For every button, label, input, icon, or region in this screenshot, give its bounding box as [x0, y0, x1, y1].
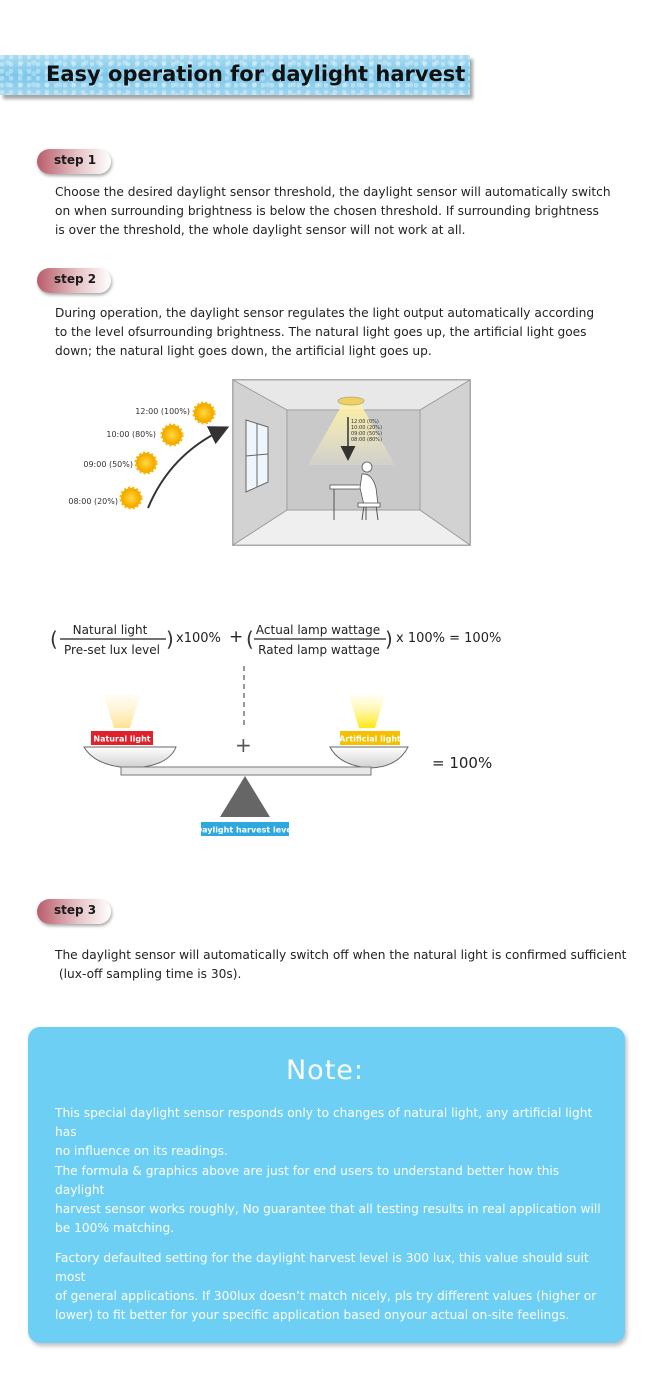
- lamp-level-label: 10:00 (20%): [351, 425, 382, 431]
- step-2-line: down; the natural light goes down, the a…: [55, 344, 432, 358]
- sun-label: 10:00 (80%): [106, 430, 156, 439]
- step-3-label: step 3: [54, 903, 97, 917]
- step-3-line: (lux-off sampling time is 30s).: [55, 967, 242, 981]
- balance-plus: +: [235, 733, 252, 757]
- sun-icon: [119, 486, 143, 510]
- step-3-text: The daylight sensor will automatically s…: [55, 946, 635, 984]
- page-title: Easy operation for daylight harvest: [46, 62, 466, 86]
- note-paragraph-3: Factory defaulted setting for the daylig…: [55, 1249, 607, 1325]
- paren-open: (: [246, 627, 254, 651]
- step-2-line: During operation, the daylight sensor re…: [55, 306, 595, 320]
- lamp-level-label: 08:00 (80%): [351, 437, 382, 443]
- balance-beam: [120, 766, 372, 776]
- note-title: Note:: [285, 1055, 364, 1086]
- natural-light-tag: Natural light: [93, 735, 150, 744]
- step-1-badge: [37, 149, 111, 174]
- curved-arrow-icon: [147, 426, 230, 509]
- step-1-line: on when surrounding brightness is below …: [55, 204, 599, 218]
- note-box: [28, 1027, 625, 1343]
- level-tag-bg: [201, 822, 289, 836]
- note-line: This special daylight sensor responds on…: [55, 1106, 593, 1139]
- formula-result: x 100% = 100%: [396, 631, 501, 646]
- paren-close: ): [166, 627, 174, 651]
- step-2-line: to the level ofsurrounding brightness. T…: [55, 325, 587, 339]
- fulcrum-triangle: [220, 776, 270, 817]
- step-1-text: Choose the desired daylight sensor thres…: [55, 183, 615, 240]
- sun-label: 08:00 (20%): [68, 497, 118, 506]
- title-banner: [0, 55, 470, 95]
- artificial-light-tag: Artificial light: [339, 735, 401, 744]
- sun-icon: [134, 451, 158, 475]
- step-2-text: During operation, the daylight sensor re…: [55, 304, 615, 361]
- artificial-light-tag-bg: [340, 731, 400, 745]
- formula-actual-numerator: Actual lamp wattage: [256, 623, 380, 637]
- step-1-line: Choose the desired daylight sensor thres…: [55, 185, 611, 199]
- note-line: The formula & graphics above are just fo…: [55, 1164, 560, 1197]
- formula-x100: x100%: [176, 631, 221, 646]
- formula-actual-denominator: Rated lamp wattage: [258, 643, 380, 657]
- step-3-badge: [37, 899, 111, 924]
- step-3-line: The daylight sensor will automatically s…: [55, 948, 627, 962]
- note-line: be 100% matching.: [55, 1221, 175, 1235]
- step-1-label: step 1: [54, 153, 97, 167]
- step-2-label: step 2: [54, 272, 97, 286]
- left-scale-pan: [83, 746, 177, 769]
- lamp-level-label: 09:00 (50%): [351, 431, 382, 437]
- sun-icon: [192, 401, 216, 425]
- right-scale-pan: [329, 746, 409, 769]
- paren-open: (: [50, 627, 58, 651]
- natural-light-tag-bg: [91, 731, 153, 745]
- daylight-harvest-formula: ( Natural light Pre-set lux level ) x100…: [50, 623, 501, 836]
- sun-icon: [160, 423, 184, 447]
- daylight-room-illustration: 12:00 (100%) 10:00 (80%) 09:00 (50%) 08:…: [68, 379, 472, 546]
- balance-equals: = 100%: [432, 754, 492, 772]
- step-2-badge: [37, 268, 111, 293]
- formula-natural-numerator: Natural light: [73, 623, 148, 637]
- note-line: Factory defaulted setting for the daylig…: [55, 1251, 589, 1284]
- daylight-harvest-level-tag: Daylight harvest level: [195, 826, 294, 835]
- natural-light-glow: [104, 695, 140, 728]
- note-line: harvest sensor works roughly, No guarant…: [55, 1202, 601, 1216]
- room-graphic: [231, 379, 472, 546]
- formula-plus: +: [229, 627, 243, 647]
- formula-natural-denominator: Pre-set lux level: [64, 643, 160, 657]
- sun-label: 09:00 (50%): [83, 460, 133, 469]
- sun-label: 12:00 (100%): [135, 407, 190, 416]
- note-line: lower) to fit better for your specific a…: [55, 1308, 570, 1322]
- note-paragraph-1: This special daylight sensor responds on…: [55, 1104, 607, 1161]
- lamp-level-label: 12:00 (0%): [351, 419, 379, 425]
- artificial-light-glow: [349, 695, 385, 728]
- paren-close: ): [385, 627, 393, 651]
- note-paragraph-2: The formula & graphics above are just fo…: [55, 1162, 607, 1238]
- note-line: of general applications. If 300lux doesn…: [55, 1289, 597, 1303]
- note-line: no influence on its readings.: [55, 1144, 228, 1158]
- step-1-line: is over the threshold, the whole dayligh…: [55, 223, 466, 237]
